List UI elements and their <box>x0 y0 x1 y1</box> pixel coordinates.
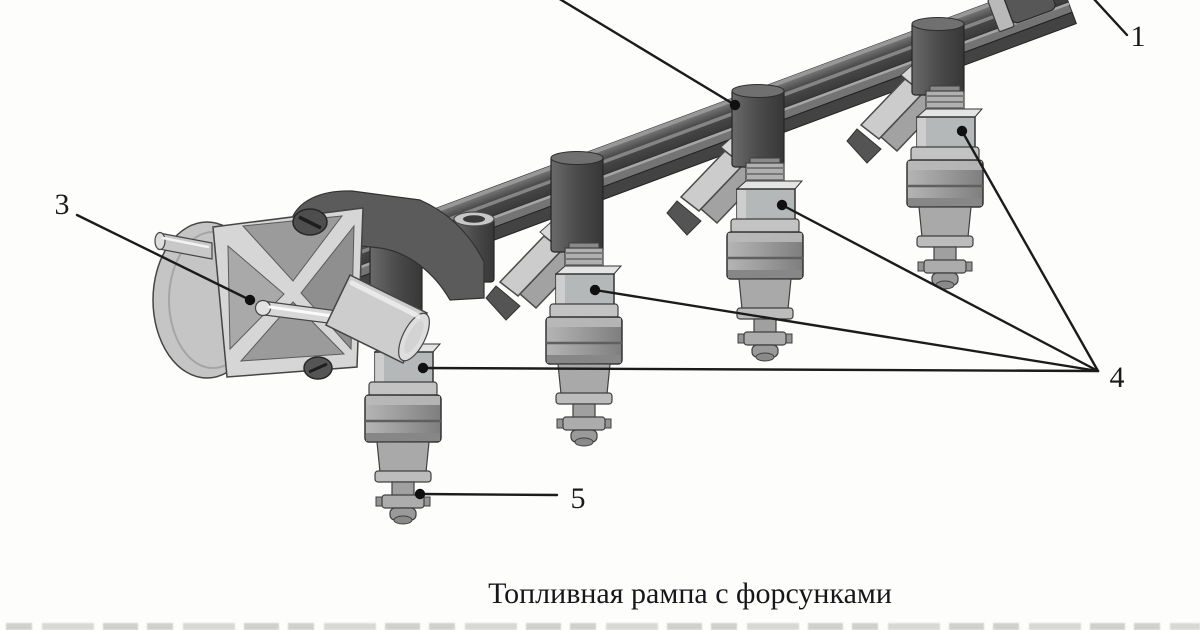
inlet-stub-highlight <box>161 236 210 249</box>
injector-socket-3-rim <box>731 84 785 98</box>
fuel-injector-2 <box>544 241 624 448</box>
leader-line-4d <box>960 129 1100 373</box>
flange-pocket-left <box>227 244 285 351</box>
callout-dot-regulator <box>244 294 256 306</box>
callout-dot-injector-4 <box>956 125 968 137</box>
leader-line-5 <box>418 492 559 497</box>
injector-socket-4 <box>911 21 965 96</box>
injector-socket-4-rim <box>911 17 965 31</box>
injector-socket-cups <box>369 17 965 331</box>
bolt-top-slot <box>298 215 322 230</box>
figure-caption: Топливная рампа с форсунками <box>488 577 892 610</box>
callout-dot-injector-1 <box>417 362 429 374</box>
fuel-rail-top-highlight <box>331 0 1061 251</box>
injector-socket-2-rim <box>550 151 604 165</box>
leader-line-3 <box>75 213 252 302</box>
injector-socket-3 <box>731 88 785 168</box>
sleeve-bore <box>463 215 485 223</box>
elbow-end-cap-inner <box>404 320 424 354</box>
flange-pocket-bottom <box>239 301 346 362</box>
fuel-rail-mid-highlight <box>341 2 1070 276</box>
callout-label-3: 3 <box>55 188 70 221</box>
leader-line-2-cutoff <box>558 0 737 107</box>
vacuum-nipple-tip <box>254 299 272 317</box>
callout-leaders <box>75 0 1129 500</box>
inlet-stub-cap <box>154 231 166 251</box>
callout-dot-injector-2 <box>589 284 601 296</box>
callout-dot-rail <box>729 99 741 111</box>
fuel-injector-4 <box>905 84 985 291</box>
fuel-rail-end-fitting <box>1002 0 1056 24</box>
leader-line-4c <box>780 203 1100 373</box>
callout-label-1: 1 <box>1131 20 1146 53</box>
leader-line-1 <box>1093 0 1129 37</box>
pressure-regulator-assembly <box>152 190 485 380</box>
fuel-rail <box>330 0 1077 295</box>
fuel-injector-3 <box>725 156 805 363</box>
callout-label-5: 5 <box>571 482 586 515</box>
bolt-bottom-slot <box>308 362 328 374</box>
injector-socket-2 <box>550 155 604 253</box>
vacuum-nipple-highlight <box>268 305 334 318</box>
bottom-cutoff-text <box>6 623 1200 630</box>
elbow-highlight <box>349 280 421 319</box>
callout-label-4: 4 <box>1110 361 1125 394</box>
callout-dot-nozzle <box>414 488 426 500</box>
fuel-rail-stripe <box>336 0 1065 263</box>
callout-dot-injector-3 <box>776 199 788 211</box>
leader-line-4b <box>593 288 1100 373</box>
leader-line-4a <box>421 366 1100 373</box>
